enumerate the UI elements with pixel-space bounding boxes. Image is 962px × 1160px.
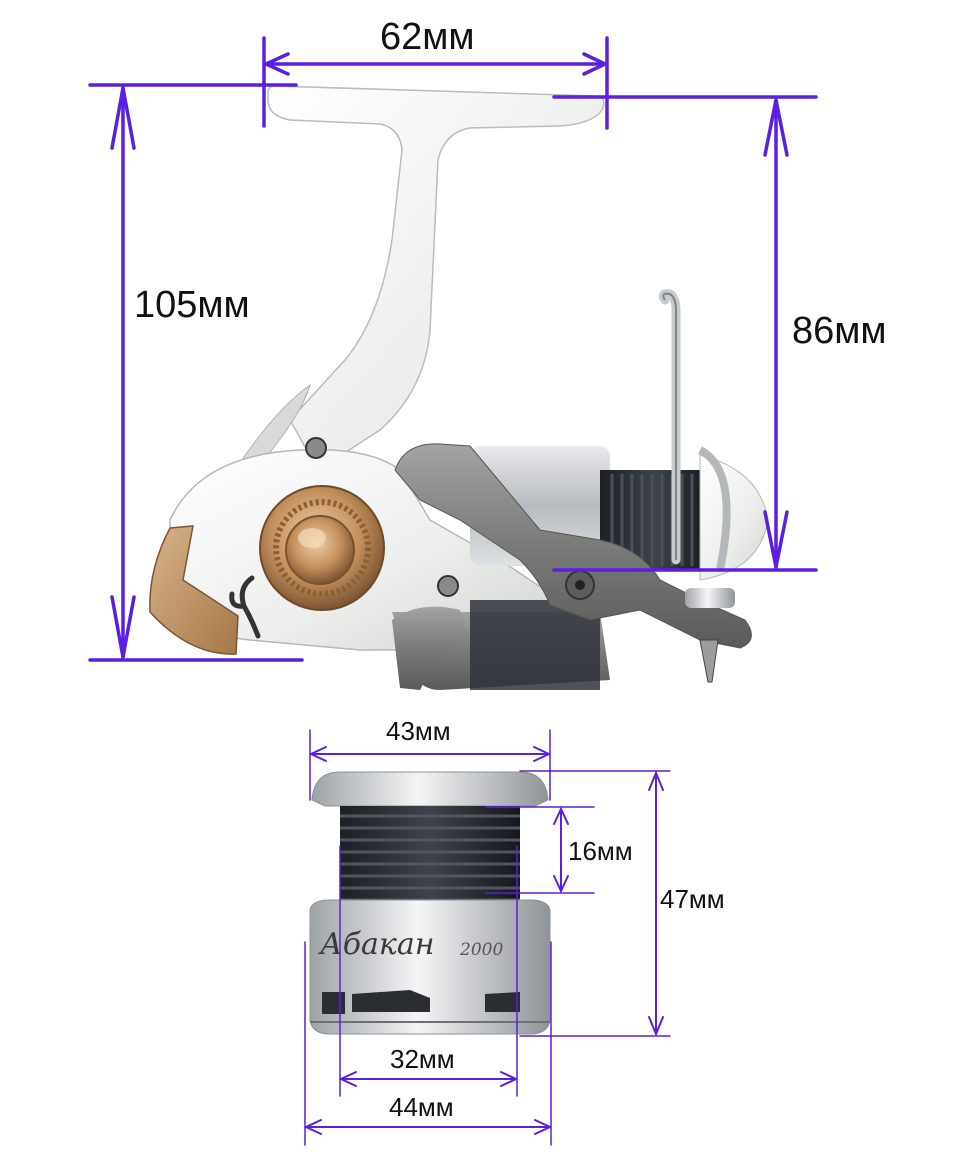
spool-skirt-hole-3 bbox=[485, 992, 520, 1012]
reel-height-label: 105мм bbox=[134, 284, 250, 326]
handle-nut-ring bbox=[273, 499, 371, 597]
spool-core-diameter-label: 32мм bbox=[390, 1044, 455, 1074]
spinning-reel-photo bbox=[149, 85, 769, 690]
reel-foot bbox=[267, 85, 605, 472]
bail-wire-loop bbox=[697, 446, 731, 571]
spool-brand-text: Абакан bbox=[320, 927, 435, 962]
reel-spool-lip bbox=[699, 454, 769, 581]
spool-line-barrel bbox=[340, 806, 520, 908]
rotor-arm-lower bbox=[392, 606, 470, 690]
spool-skirt bbox=[309, 899, 551, 1035]
rotor-arm bbox=[394, 443, 752, 649]
spool-skirt-hole-2 bbox=[352, 990, 430, 1012]
brand-logo-mark bbox=[229, 575, 261, 639]
body-screw-2 bbox=[437, 575, 459, 597]
dimension-lines bbox=[88, 36, 818, 1146]
spool-model-text: 2000 bbox=[460, 940, 504, 960]
handle-nut-cap bbox=[285, 515, 355, 585]
bail-pivot bbox=[685, 588, 735, 608]
spool-height-label: 47мм bbox=[660, 884, 725, 914]
handle-knob bbox=[149, 525, 239, 655]
spool-line-depth-label: 16мм bbox=[568, 836, 633, 866]
rotor-height-label: 86мм bbox=[792, 310, 887, 352]
spool-bottom-diameter-label: 44мм bbox=[389, 1092, 454, 1122]
spool-top-diameter-label: 43мм bbox=[386, 716, 451, 746]
rotor-dark bbox=[470, 600, 600, 690]
spool-skirt-hole-1 bbox=[322, 992, 345, 1014]
body-screw-1 bbox=[305, 437, 327, 459]
drag-knob-tip bbox=[699, 639, 719, 683]
reel-width-label: 62мм bbox=[380, 16, 475, 58]
spare-spool-photo bbox=[309, 771, 551, 1035]
spool-top-flange bbox=[311, 771, 549, 807]
